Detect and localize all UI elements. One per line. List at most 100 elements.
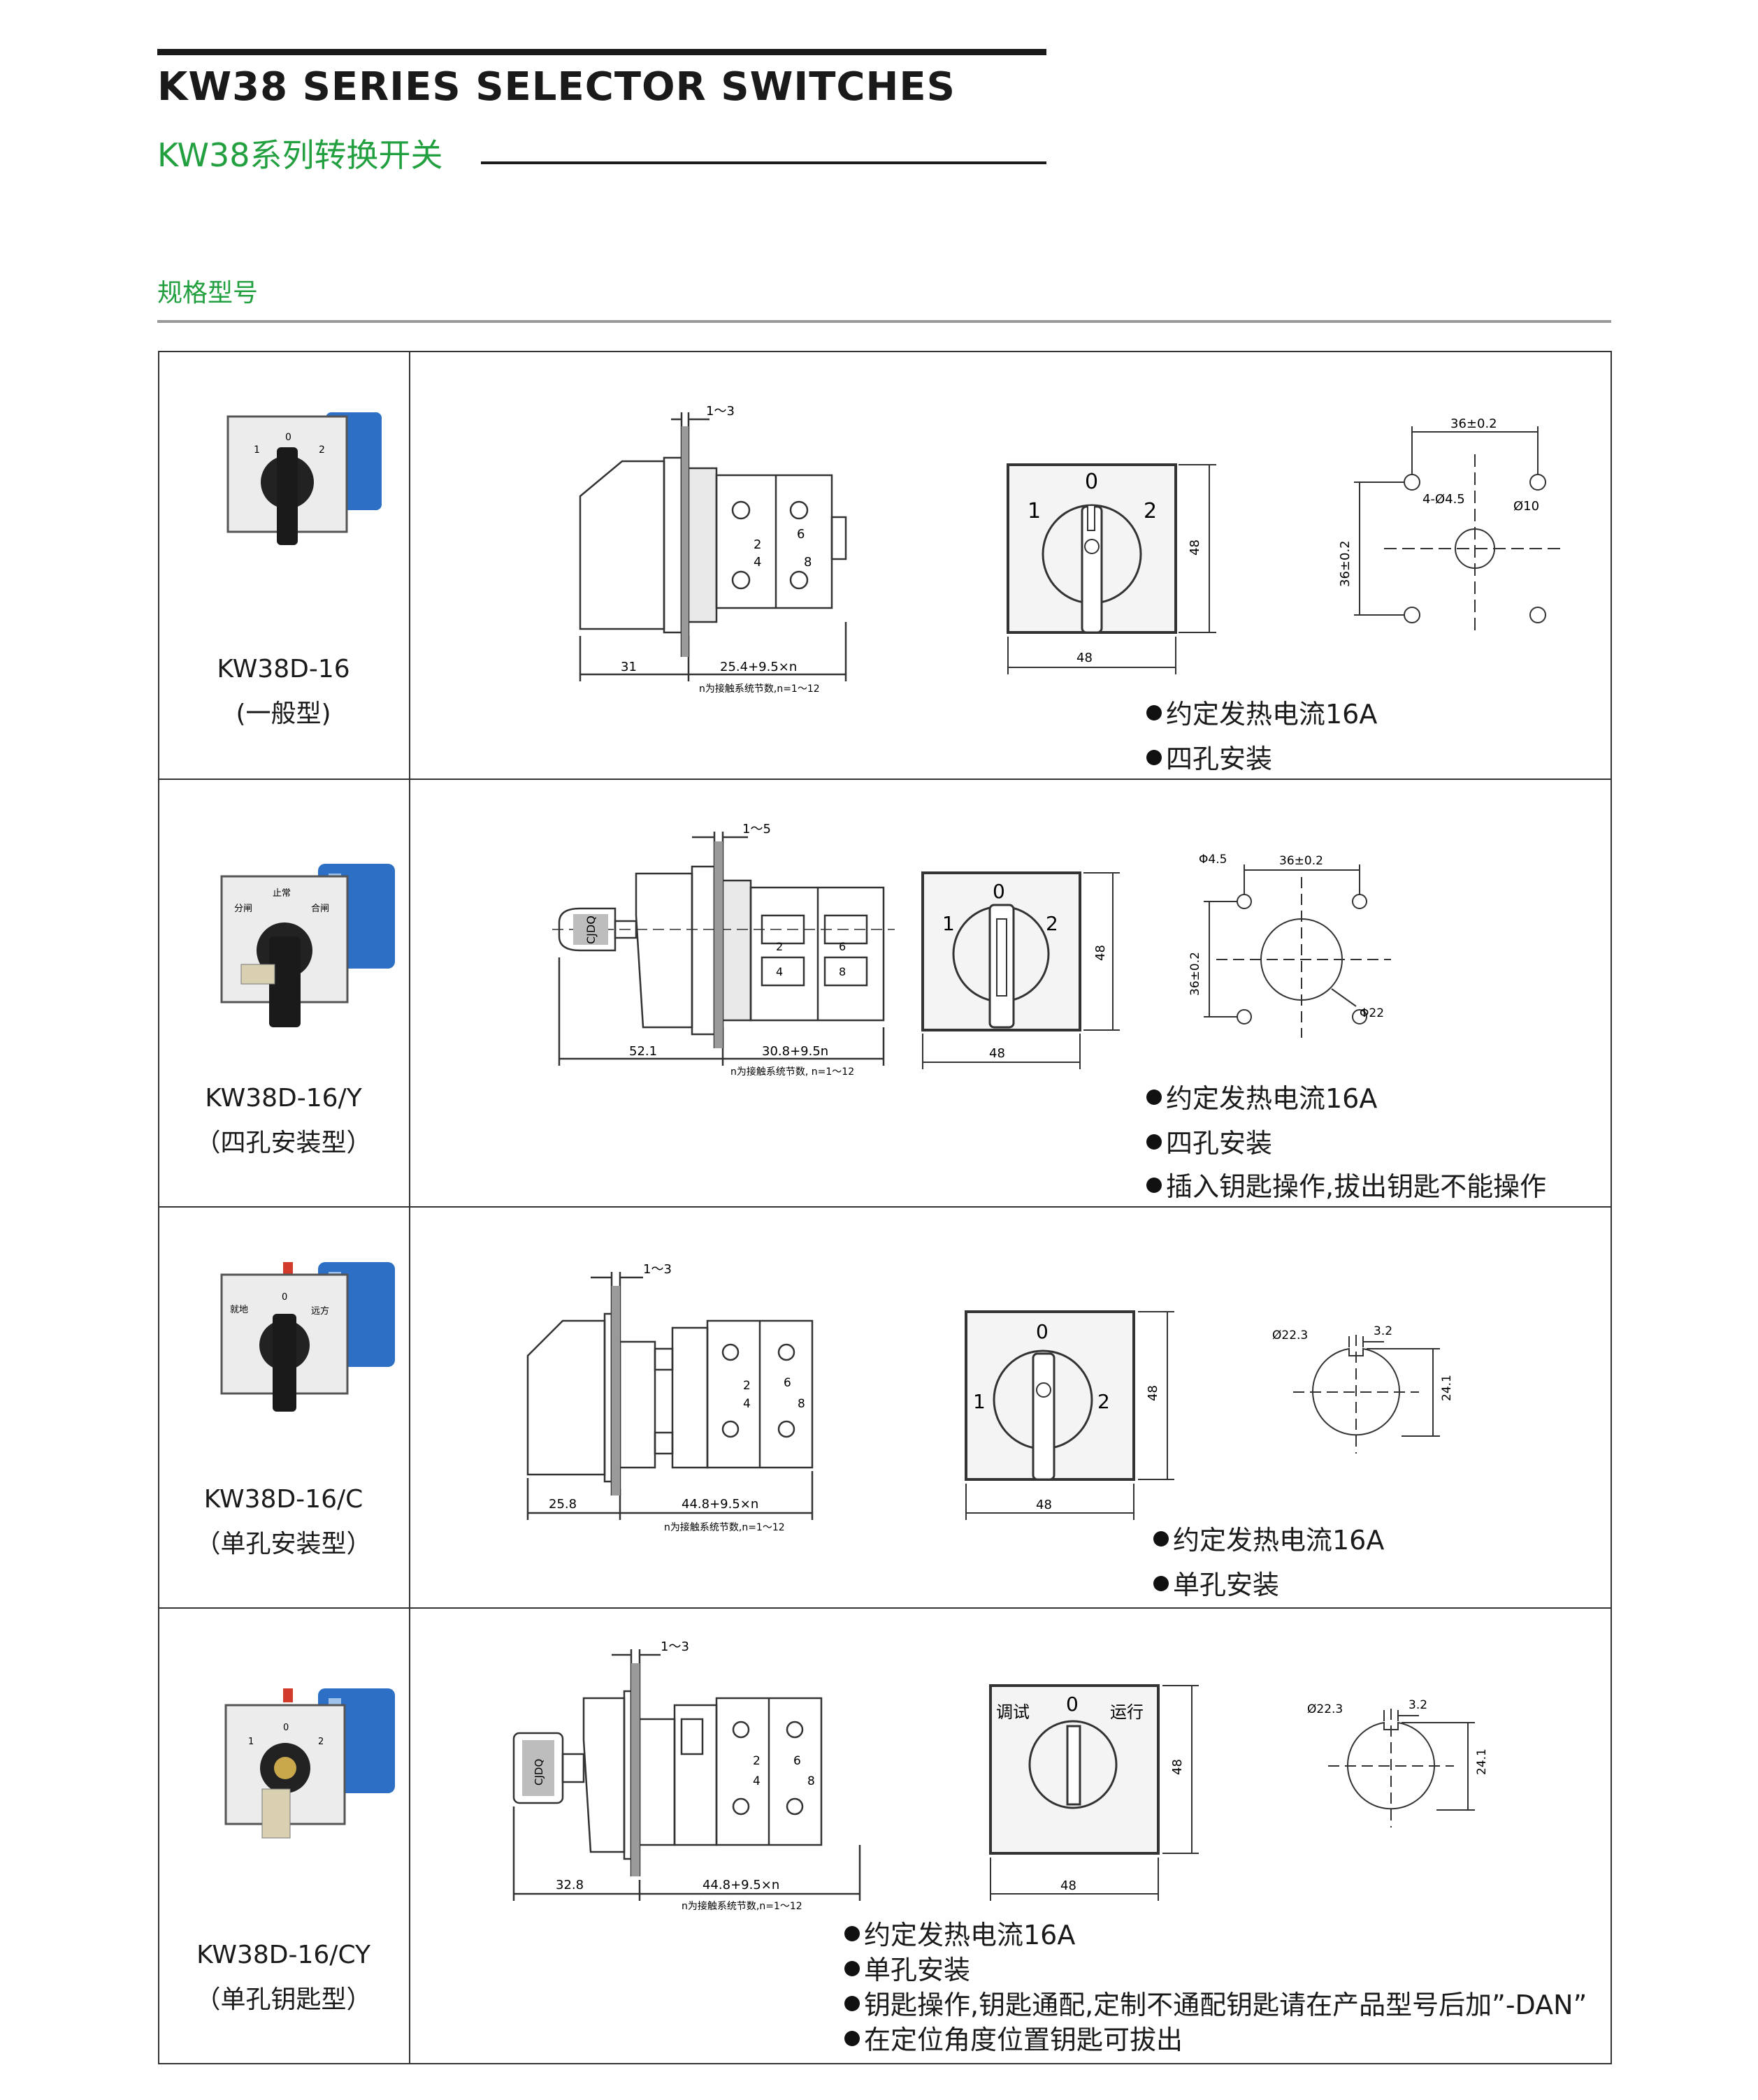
dim-hole-dia: Ø22.3	[1307, 1702, 1343, 1716]
photo-label: 2	[318, 1737, 324, 1747]
terminal-label: 4	[776, 965, 783, 978]
terminal-label: 4	[754, 555, 761, 570]
bullet-icon	[844, 1926, 860, 1941]
mounting-hole-drawing: Φ4.5 36±0.2 36±0.2 Φ22	[1188, 853, 1391, 1038]
position-label: 2	[1046, 912, 1058, 935]
terminal-label: 2	[776, 940, 783, 953]
dim-height: 48	[1170, 1759, 1185, 1775]
terminal-label: 6	[793, 1754, 801, 1768]
front-view-drawing: 0 1 2 48 48	[921, 871, 1120, 1069]
model-type: （四孔安装型）	[195, 1129, 372, 1157]
dim-width: 48	[1076, 651, 1093, 665]
dim-pitch-y: 36±0.2	[1338, 540, 1353, 587]
switch-photo: 分闸 止常 合闸	[220, 864, 395, 1027]
bullet-icon	[1153, 1576, 1169, 1591]
terminal-label: 2	[754, 537, 761, 552]
dim-holes: 4-Ø4.5	[1422, 492, 1465, 507]
side-view-drawing: 2 6 4 8 1～3 31 25.4+9.5×n n为接触系统节数,n=1～1…	[579, 404, 847, 695]
dim-center-hole: Ø10	[1513, 499, 1539, 514]
position-label: 0	[1036, 1320, 1049, 1343]
side-view-drawing: 2 6 4 8 1～3 25.8 44.8+9.5×n n为接触系统节数,n=1…	[526, 1262, 814, 1533]
dim-gap: 1～3	[643, 1262, 672, 1277]
dim-key-width: 3.2	[1408, 1698, 1427, 1712]
photo-label: 远方	[311, 1305, 329, 1317]
mounting-hole-drawing: 36±0.2 36±0.2 4-Ø4.5 Ø10	[1338, 417, 1566, 636]
terminal-label: 2	[753, 1754, 761, 1768]
dim-center-hole: Φ22	[1360, 1006, 1384, 1020]
bullet-icon	[1146, 1134, 1162, 1150]
dim-flat: 24.1	[1475, 1748, 1489, 1775]
front-view-drawing: 0 1 2 48 48	[965, 1310, 1174, 1520]
spec-table	[158, 351, 1612, 2064]
position-label: 0	[1066, 1693, 1079, 1716]
dim-note: n为接触系统节数,n=1～12	[682, 1900, 802, 1912]
side-view-drawing: CJDQ 2 6 4 8 1～3 32.8 44.8+9.5×n n为接触系统节…	[512, 1639, 861, 1912]
key-text: CJDQ	[584, 915, 598, 944]
photo-label: 1	[248, 1737, 254, 1747]
position-label: 2	[1097, 1390, 1110, 1413]
dim-front: 32.8	[556, 1878, 584, 1892]
bullet-icon	[844, 2031, 860, 2046]
dim-height: 48	[1146, 1385, 1160, 1401]
side-view-drawing: CJDQ 2 6 4 8 1～5 52.1 30.8+9.5n n为接触系统节数…	[552, 822, 895, 1078]
dim-body: 44.8+9.5×n	[682, 1497, 758, 1512]
subtitle-rule	[481, 161, 1046, 164]
terminal-label: 6	[797, 527, 805, 542]
position-label: 1	[973, 1390, 986, 1413]
header-top-bar	[157, 49, 1046, 55]
position-label-right: 运行	[1110, 1702, 1144, 1722]
terminal-label: 8	[839, 965, 846, 978]
dim-pitch-y: 36±0.2	[1188, 952, 1202, 996]
photo-label: 合闸	[311, 904, 329, 914]
spec-item: 钥匙操作,钥匙通配,定制不通配钥匙请在产品型号后加”-DAN”	[844, 1987, 1587, 2022]
bullet-icon	[1146, 1089, 1162, 1105]
photo-label: 就地	[230, 1305, 248, 1315]
dim-height: 48	[1188, 540, 1202, 556]
dim-gap: 1～5	[742, 822, 771, 837]
model-type: （单孔钥匙型）	[195, 1985, 372, 2014]
terminal-label: 8	[804, 555, 812, 570]
position-label: 1	[942, 912, 955, 935]
front-view-drawing: 调试 0 运行 48 48	[989, 1684, 1199, 1901]
switch-photo: 1 0 2	[226, 412, 382, 545]
terminal-label: 6	[784, 1376, 791, 1390]
terminal-label: 4	[743, 1397, 751, 1411]
spec-item: 在定位角度位置钥匙可拔出	[844, 2022, 1183, 2057]
dim-flat: 24.1	[1440, 1375, 1454, 1401]
dim-body: 25.4+9.5×n	[720, 660, 797, 674]
bullet-icon	[1153, 1531, 1169, 1547]
page-subtitle: KW38系列转换开关	[157, 136, 443, 174]
model-type: (一般型)	[236, 700, 331, 728]
photo-label: 1	[254, 444, 260, 456]
dim-front: 31	[621, 660, 637, 674]
page-title: KW38 SERIES SELECTOR SWITCHES	[157, 64, 956, 110]
terminal-label: 6	[839, 940, 846, 953]
photo-label: 0	[282, 1292, 287, 1303]
dim-body: 30.8+9.5n	[762, 1044, 828, 1059]
dim-width: 48	[1060, 1878, 1076, 1893]
dim-height: 48	[1093, 945, 1108, 961]
spec-item: 约定发热电流16A	[844, 1918, 1075, 1953]
section-rule	[157, 320, 1611, 323]
spec-item: 插入钥匙操作,拔出钥匙不能操作	[1146, 1164, 1546, 1209]
spec-item: 四孔安装	[1146, 737, 1272, 781]
terminal-label: 8	[807, 1774, 815, 1788]
model-name: KW38D-16/Y	[205, 1084, 362, 1113]
dim-width: 48	[989, 1046, 1005, 1061]
mounting-hole-drawing: Ø22.3 3.2 24.1	[1272, 1324, 1454, 1454]
dim-width: 48	[1036, 1498, 1052, 1512]
spec-item: 单孔安装	[1153, 1563, 1279, 1607]
bullet-icon	[844, 1996, 860, 2011]
model-name: KW38D-16	[217, 655, 350, 683]
bullet-icon	[1146, 750, 1162, 765]
model-type: （单孔安装型）	[195, 1530, 372, 1558]
mounting-hole-drawing: Ø22.3 3.2 24.1	[1307, 1698, 1489, 1827]
dim-pitch-x: 36±0.2	[1279, 854, 1323, 868]
photo-label: 分闸	[234, 904, 252, 914]
switch-photo: 就地 0 远方	[220, 1262, 395, 1412]
photo-label: 止常	[273, 888, 291, 899]
spec-item: 约定发热电流16A	[1146, 1076, 1377, 1121]
dim-hole-dia: Ø22.3	[1272, 1328, 1308, 1342]
dim-key-width: 3.2	[1374, 1324, 1392, 1338]
spec-item: 约定发热电流16A	[1153, 1518, 1384, 1563]
